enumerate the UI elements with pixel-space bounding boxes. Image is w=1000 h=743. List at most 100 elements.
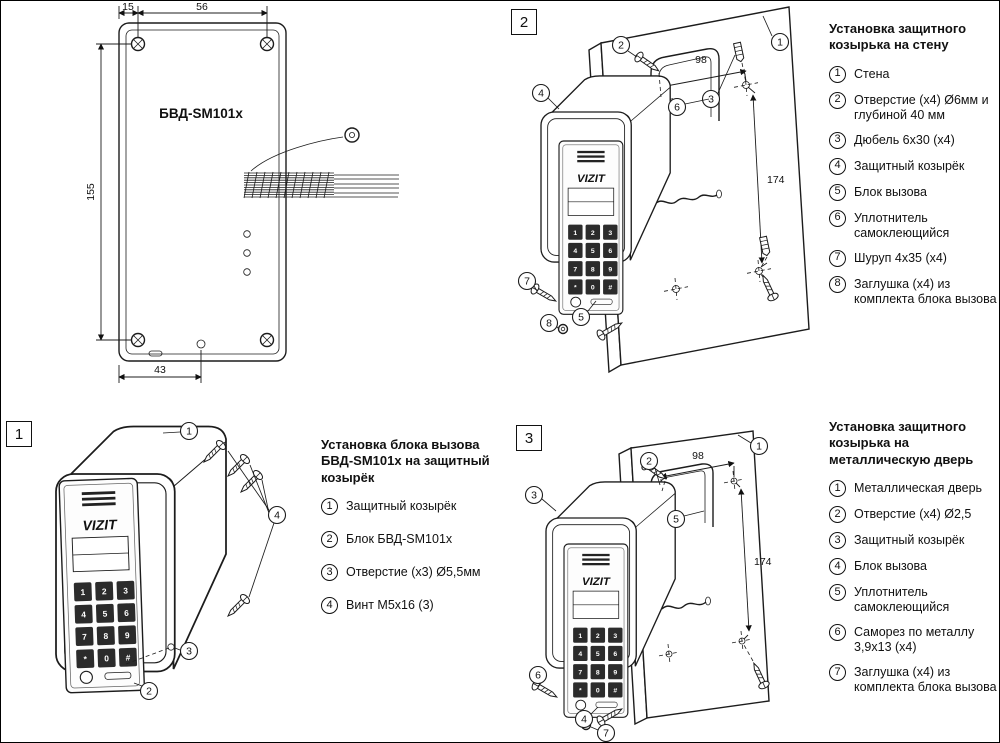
svg-text:4: 4	[581, 714, 587, 726]
callout-2: 2	[611, 35, 638, 58]
callout-1: 1	[162, 421, 199, 441]
item-text: Защитный козырёк	[854, 532, 965, 547]
item-text: Отверстие (x4) Ø2,5	[854, 506, 972, 521]
item-text: Стена	[854, 66, 890, 81]
legend-item: 8 Заглушка (x4) из комплекта блока вызов…	[829, 275, 999, 307]
callout-1: 1	[762, 15, 790, 52]
item-number: 7	[829, 663, 846, 681]
section-2-badge: 2	[511, 9, 537, 35]
item-text: Отверстие (x3) Ø5,5мм	[346, 564, 481, 579]
callout-7: 7	[590, 723, 616, 742]
legend-item: 5 Блок вызова	[829, 183, 999, 201]
screw-icon	[236, 468, 265, 497]
item-number: 4	[321, 596, 338, 614]
legend-item: 3 Отверстие (x3) Ø5,5мм	[321, 563, 499, 581]
screw-icon	[223, 592, 252, 621]
ground-wire	[250, 136, 344, 172]
section2-drawing: 98 174 1 2 3 4 5 6 7 8	[517, 6, 810, 374]
item-number: 3	[829, 531, 846, 549]
callout-5: 5	[666, 509, 705, 529]
svg-text:1: 1	[186, 426, 192, 438]
section-1-badge: 1	[6, 421, 32, 447]
item-number: 3	[829, 131, 846, 149]
svg-text:3: 3	[708, 94, 714, 106]
item-text: Уплотнитель самоклеющийся	[854, 210, 950, 240]
legend-item: 1 Стена	[829, 65, 999, 83]
section-1-legend: Установка блока вызова БВД-SM101x на защ…	[321, 437, 499, 630]
svg-text:1: 1	[777, 37, 783, 49]
svg-text:7: 7	[524, 276, 530, 288]
legend-item: 6 Саморез по металлу 3,9x13 (x4)	[829, 623, 999, 655]
svg-text:2: 2	[618, 40, 624, 52]
item-text: Заглушка (x4) из комплекта блока вызова	[854, 276, 997, 306]
badge-number: 3	[524, 429, 534, 447]
item-number: 5	[829, 183, 846, 201]
item-number: 6	[829, 209, 846, 227]
callout-7: 7	[517, 271, 538, 292]
legend-item: 3 Защитный козырёк	[829, 531, 999, 549]
callout-3: 3	[524, 485, 557, 512]
item-text: Шуруп 4x35 (x4)	[854, 250, 947, 265]
item-text: Защитный козырёк	[346, 498, 457, 513]
item-number: 3	[321, 563, 338, 581]
dimensions: 15 56 155 43	[85, 1, 268, 383]
legend-title: Установка блока вызова БВД-SM101x на защ…	[321, 437, 490, 485]
legend-item: 2 Блок БВД-SM101x	[321, 530, 499, 548]
badge-number: 1	[14, 425, 24, 443]
svg-text:6: 6	[674, 102, 680, 114]
item-number: 2	[829, 505, 846, 523]
item-number: 2	[829, 91, 846, 109]
corner-screw-icon	[130, 36, 275, 348]
item-text: Уплотнитель самоклеющийся	[854, 584, 950, 614]
callout-4: 4	[574, 706, 599, 729]
svg-text:3: 3	[531, 490, 537, 502]
ring-terminal-icon	[344, 127, 360, 143]
dim-15: 15	[122, 1, 134, 13]
callout-5: 5	[571, 300, 597, 327]
bottom-slot	[148, 350, 163, 357]
item-number: 1	[321, 497, 338, 515]
dim-174: 174	[754, 556, 772, 568]
item-text: Защитный козырёк	[854, 158, 965, 173]
section3-drawing: 98 174 1 2 3 4 5 6 7	[524, 430, 772, 742]
item-number: 8	[829, 275, 846, 293]
call-unit	[558, 140, 624, 315]
legend-item: 2 Отверстие (x4) Ø6мм и глубиной 40 мм	[829, 91, 999, 123]
callout-6: 6	[528, 665, 548, 687]
visor-hole	[167, 643, 175, 651]
plug-icon	[557, 323, 569, 335]
item-text: Дюбель 6x30 (x4)	[854, 132, 955, 147]
legend-item: 5 Уплотнитель самоклеющийся	[829, 583, 999, 615]
cable	[243, 127, 399, 199]
item-text: Заглушка (x4) из комплекта блока вызова	[854, 664, 997, 694]
cable	[661, 601, 707, 610]
fixing-holes	[243, 230, 251, 276]
dim-98: 98	[695, 54, 707, 66]
dim-174: 174	[767, 174, 785, 186]
item-text: Блок вызова	[854, 184, 928, 199]
svg-text:3: 3	[186, 646, 192, 658]
item-text: Металлическая дверь	[854, 480, 983, 495]
svg-text:5: 5	[578, 312, 584, 324]
item-number: 6	[829, 623, 846, 641]
svg-text:4: 4	[274, 510, 280, 522]
legend-item: 4 Защитный козырёк	[829, 157, 999, 175]
callout-4: 4	[531, 83, 560, 110]
item-text: Блок вызова	[854, 558, 928, 573]
cable-hole	[705, 596, 711, 606]
legend-item: 4 Винт M5x16 (3)	[321, 596, 499, 614]
dim-155: 155	[85, 183, 97, 201]
legend-title: Установка защитного козырька на металлич…	[829, 419, 974, 467]
legend-item: 7 Заглушка (x4) из комплекта блока вызов…	[829, 663, 999, 695]
call-unit	[563, 543, 629, 718]
item-number: 5	[829, 583, 846, 601]
legend-item: 1 Металлическая дверь	[829, 479, 999, 497]
call-unit	[58, 477, 146, 694]
callout-6: 6	[667, 97, 710, 117]
legend-item: 4 Блок вызова	[829, 557, 999, 575]
item-number: 1	[829, 479, 846, 497]
item-number: 4	[829, 157, 846, 175]
legend-title: Установка защитного козырька на стену	[829, 21, 967, 53]
item-text: Винт M5x16 (3)	[346, 597, 434, 612]
